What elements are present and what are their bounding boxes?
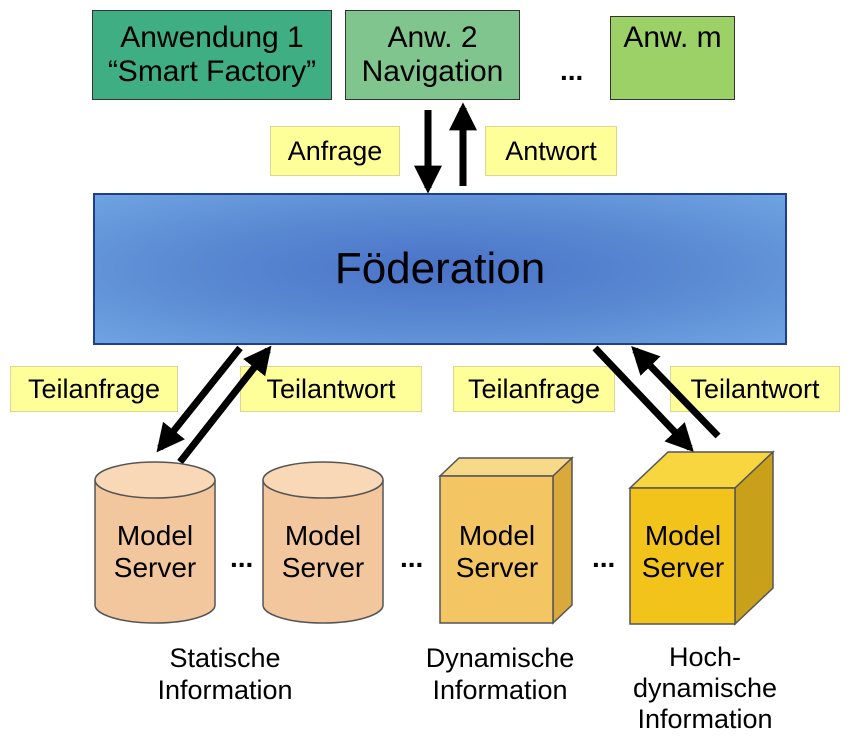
caption-highly-dynamic: Hoch- dynamische Information — [632, 642, 778, 734]
server-label-2: Model Server — [281, 520, 365, 583]
federation-label: Föderation — [334, 244, 546, 293]
app-ellipsis: ... — [560, 55, 584, 86]
server-cylinder-1 — [94, 461, 216, 624]
caption-static: Statische Information — [157, 643, 293, 705]
sub-request-label-1: Teilanfrage — [10, 366, 178, 412]
sub-request-arrow-1 — [156, 345, 243, 453]
app-box-m: Anw. m — [610, 16, 735, 100]
sub-request-label-2: Teilanfrage — [453, 366, 615, 412]
sub-response-arrow-1 — [177, 345, 272, 465]
federation-box: Föderation — [93, 193, 787, 345]
server-ellipsis-3: ... — [592, 542, 616, 573]
app-box-smart-factory: Anwendung 1 “Smart Factory” — [92, 10, 332, 100]
server-cylinder-2 — [262, 461, 384, 624]
server-label-1: Model Server — [113, 520, 197, 583]
response-label: Antwort — [485, 126, 617, 176]
server-label-3: Model Server — [455, 520, 539, 583]
server-cube-2 — [628, 450, 775, 626]
sub-response-label-2: Teilantwort — [670, 366, 840, 412]
sub-response-arrow-2 — [631, 345, 721, 439]
caption-dynamic: Dynamische Information — [425, 643, 575, 705]
server-label-4: Model Server — [641, 520, 725, 583]
app-box-navigation: Anw. 2 Navigation — [345, 10, 520, 100]
sub-request-arrow-2 — [592, 345, 694, 453]
server-ellipsis-2: ... — [400, 542, 424, 573]
request-label: Anfrage — [270, 126, 400, 176]
server-ellipsis-1: ... — [230, 542, 254, 573]
server-cube-1 — [438, 456, 574, 625]
